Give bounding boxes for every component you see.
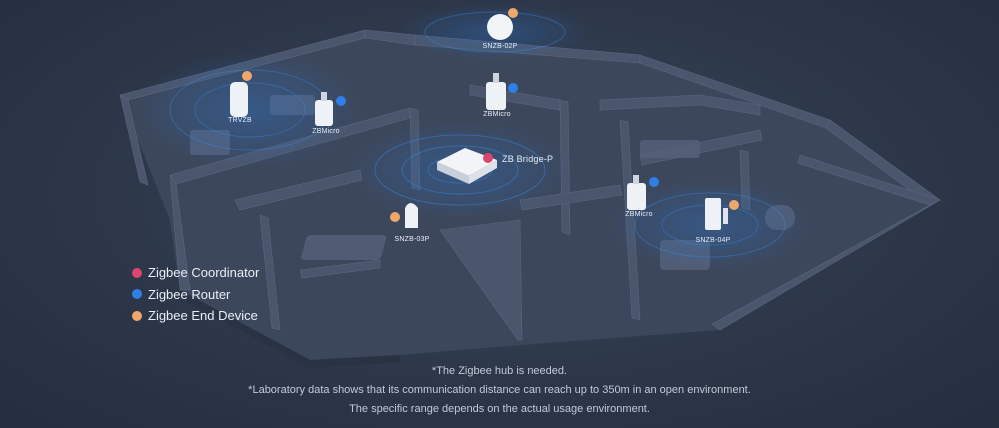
label-snzb-02p: SNZB-02P [482, 43, 518, 50]
footnotes: *The Zigbee hub is needed. *Laboratory d… [0, 362, 999, 419]
label-zbmicro-right: ZBMicro [625, 211, 653, 218]
end-device-dot-icon [132, 310, 142, 321]
legend: Zigbee Coordinator Zigbee Router Zigbee … [132, 262, 259, 327]
note-range-depends: The specific range depends on the actual… [349, 403, 650, 415]
device-zbmicro-right[interactable] [627, 175, 659, 210]
note-hub-needed: *The Zigbee hub is needed. [431, 365, 568, 377]
label-zbmicro-left: ZBMicro [312, 128, 340, 135]
legend-item-coordinator: Zigbee Coordinator [132, 262, 259, 284]
legend-item-end-device: Zigbee End Device [132, 305, 259, 327]
device-snzb-04p[interactable] [705, 198, 739, 230]
legend-item-router: Zigbee Router [132, 284, 259, 306]
router-dot-icon [132, 289, 142, 300]
device-zb-bridge-p[interactable] [437, 148, 497, 184]
legend-label: Zigbee End Device [148, 308, 258, 324]
label-zb-bridge-p: ZB Bridge-P [502, 154, 554, 164]
device-zbmicro-top[interactable] [486, 73, 518, 110]
device-snzb-02p[interactable] [487, 8, 518, 40]
device-snzb-03p[interactable] [390, 203, 418, 228]
legend-label: Zigbee Coordinator [148, 265, 260, 281]
device-trvzb[interactable] [230, 71, 252, 117]
note-lab-distance: *Laboratory data shows that its communic… [248, 384, 751, 396]
legend-label: Zigbee Router [148, 286, 231, 302]
label-zbmicro-top: ZBMicro [483, 111, 511, 118]
device-zbmicro-left[interactable] [315, 92, 346, 126]
label-snzb-04p: SNZB-04P [695, 237, 731, 244]
coordinator-dot-icon [132, 267, 142, 278]
label-trvzb: TRVZB [228, 117, 252, 124]
label-snzb-03p: SNZB-03P [394, 236, 430, 243]
floor-slab-front [180, 290, 400, 368]
